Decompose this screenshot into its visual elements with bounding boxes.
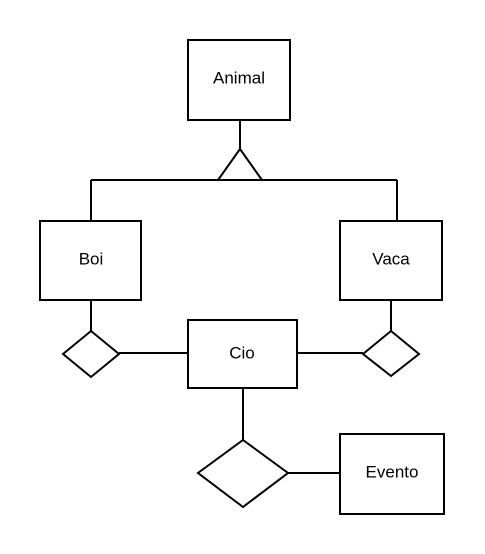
generalization-triangle [216, 147, 264, 181]
entity-cio[interactable]: Cio [187, 319, 298, 389]
entity-evento[interactable]: Evento [339, 433, 445, 515]
entity-cio-label: Cio [229, 344, 255, 363]
boi-cio-relationship-diamond [61, 329, 121, 379]
entity-animal[interactable]: Animal [187, 39, 291, 121]
entity-vaca[interactable]: Vaca [339, 220, 443, 301]
entity-evento-label: Evento [366, 463, 419, 482]
entity-animal-label: Animal [213, 69, 265, 88]
cio-evento-relationship-diamond [196, 438, 290, 509]
vaca-cio-relationship-diamond [361, 329, 421, 378]
entity-vaca-label: Vaca [372, 250, 410, 269]
entity-boi-label: Boi [79, 250, 104, 269]
entity-boi[interactable]: Boi [39, 220, 142, 301]
